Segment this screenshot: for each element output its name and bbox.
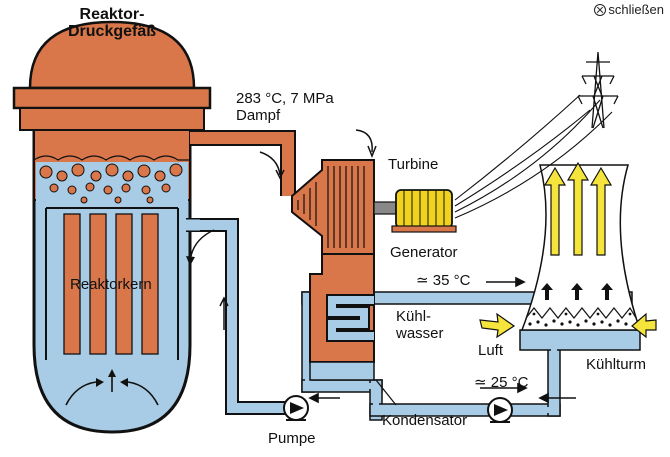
vessel-label: Reaktor- Druckgefäß <box>52 6 172 40</box>
cooling-water-line-1: Kühl- <box>396 308 432 325</box>
close-label: schließen <box>608 2 664 17</box>
spray-fill <box>525 306 637 327</box>
steam-label: 283 °C, 7 MPa Dampf <box>236 90 334 124</box>
close-icon <box>594 3 607 16</box>
core-label: Reaktorkern <box>70 276 152 293</box>
turbine-label: Turbine <box>388 156 439 173</box>
pump-right-icon <box>487 397 513 423</box>
generator-icon <box>391 189 457 233</box>
rising-air-arrows <box>543 161 613 256</box>
vessel-label-line-1: Reaktor- <box>79 6 145 23</box>
power-lines <box>454 94 613 219</box>
condenser <box>309 253 397 406</box>
inner-wall <box>45 207 179 360</box>
cooling-tower-label: Kühlturm <box>586 356 647 373</box>
temp-cold-label: ≃ 25 °C <box>474 374 529 391</box>
condenser-label: Kondensator <box>382 412 468 429</box>
circulation-arrows <box>65 375 159 406</box>
close-button[interactable]: schließen <box>594 2 664 17</box>
pump-left-icon <box>283 395 309 421</box>
vessel-label-line-2: Druckgefäß <box>67 23 157 40</box>
air-label: Luft <box>478 342 504 359</box>
reactor-vessel <box>12 20 212 434</box>
steam-label-line-2: Dampf <box>236 107 281 124</box>
cooling-water-line-2: wasser <box>396 325 444 342</box>
temp-hot-label: ≃ 35 °C <box>416 272 471 289</box>
small-up-arrows <box>541 283 613 300</box>
steam-pipe <box>190 130 296 196</box>
flow-arrows <box>308 276 576 404</box>
turbine <box>291 129 397 255</box>
pump-label: Pumpe <box>268 430 316 447</box>
air-arrow-right <box>631 312 657 339</box>
generator-label: Generator <box>390 244 458 261</box>
cooling-tower <box>479 161 657 339</box>
air-arrow-left <box>479 312 516 339</box>
fuel-rods <box>63 213 159 355</box>
feedwater-pipe <box>186 218 306 415</box>
steam-label-line-1: 283 °C, 7 MPa <box>236 90 334 107</box>
pylon-icon <box>577 51 619 129</box>
steam-bubbles <box>39 163 183 204</box>
cooling-water-label: Kühl- wasser <box>396 308 444 342</box>
